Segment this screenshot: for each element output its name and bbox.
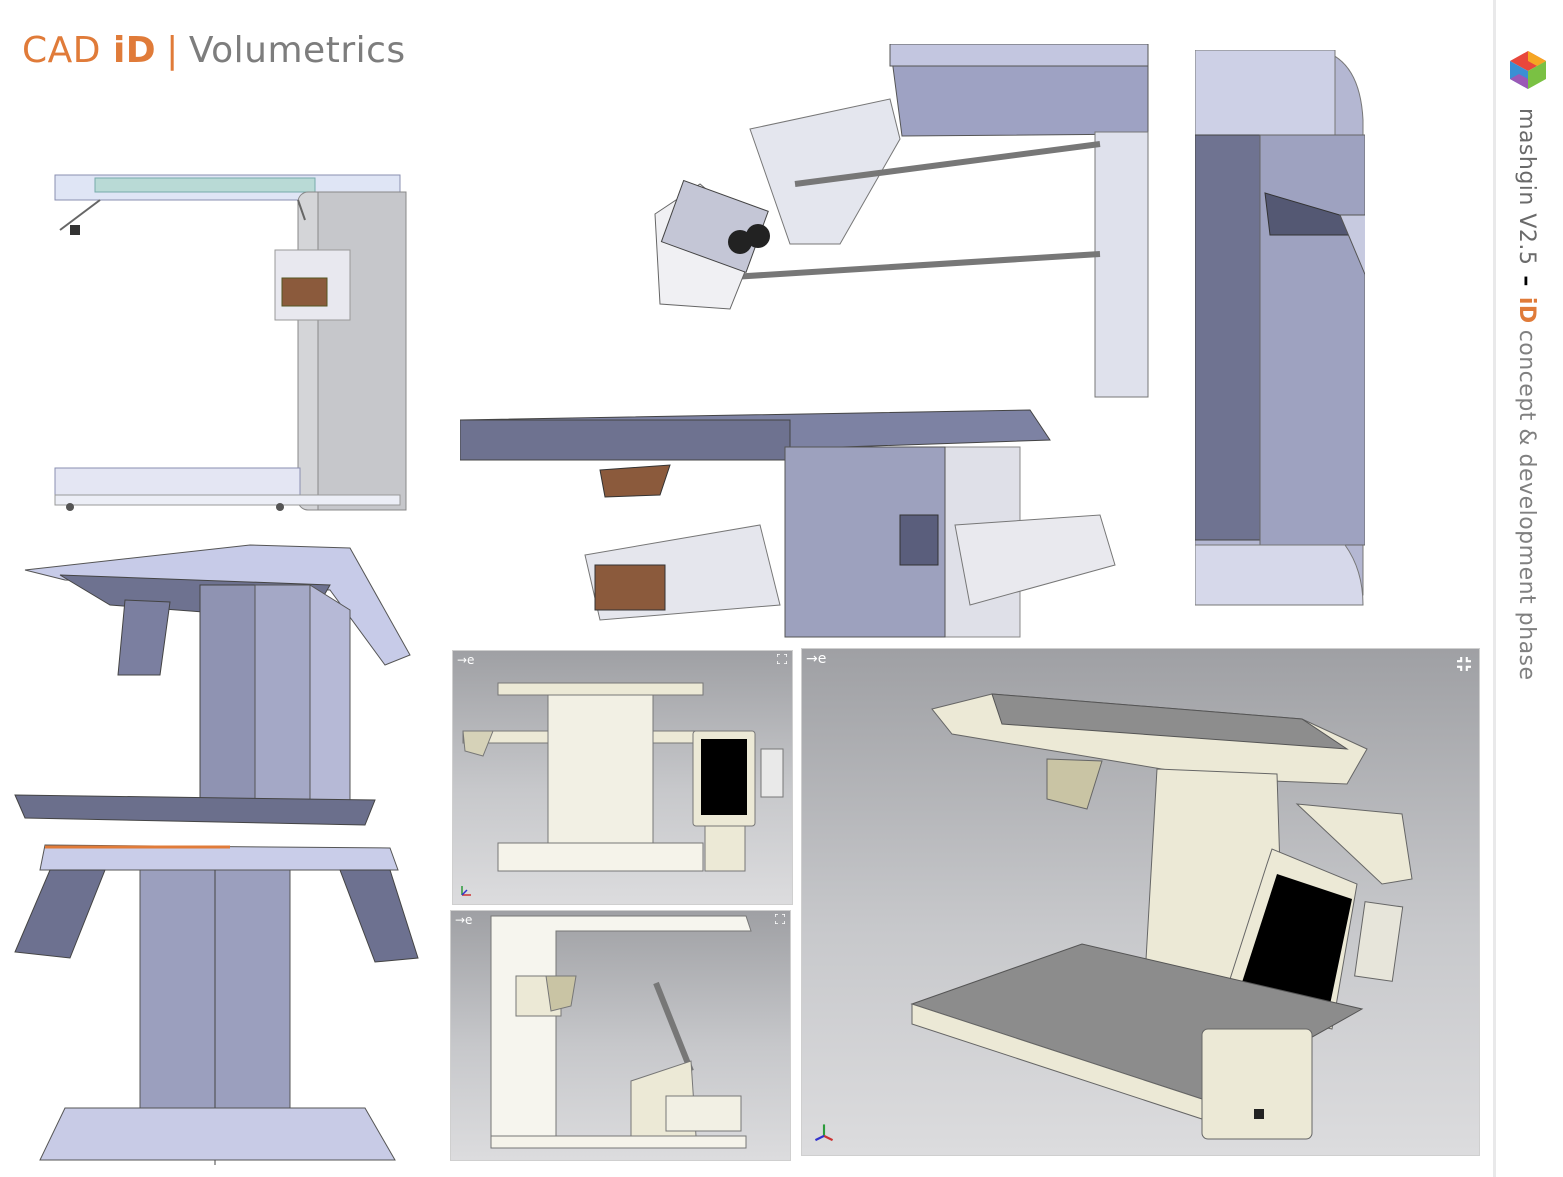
sidebar-phase-id: iD — [1514, 296, 1539, 324]
viewport-label: →e — [806, 651, 827, 667]
page-title: CAD iD|Volumetrics — [22, 30, 406, 71]
render-viewport-side[interactable]: →e — [450, 910, 791, 1161]
sidebar-phase-text: concept & development phase — [1514, 329, 1539, 681]
title-suffix: Volumetrics — [188, 30, 406, 71]
title-prefix: CAD — [22, 30, 101, 71]
title-id: iD — [112, 30, 157, 71]
render-viewport-iso[interactable]: →e — [801, 648, 1480, 1156]
fullscreen-icon[interactable] — [1457, 657, 1471, 671]
sidebar-brand: mashgin V2.5 — [1514, 108, 1539, 266]
viewport-label: →e — [457, 653, 475, 667]
sidebar — [1493, 0, 1563, 1177]
mashgin-cube-logo-icon — [1510, 51, 1546, 89]
axis-triad-icon — [461, 886, 471, 896]
cad-detail-view — [1195, 50, 1365, 615]
cad-side-view — [50, 170, 410, 515]
axis-triad-icon — [814, 1124, 834, 1142]
cad-iso-top-view — [10, 540, 420, 830]
viewport-label: →e — [455, 913, 473, 927]
title-separator: | — [166, 30, 179, 71]
sidebar-caption: mashgin V2.5 – iD concept & development pha… — [1514, 108, 1539, 681]
render-viewport-front[interactable]: →e — [452, 650, 793, 905]
cad-front-view — [10, 840, 420, 1170]
cad-iso-cutaway-view — [460, 405, 1125, 640]
sidebar-dash: – — [1514, 275, 1539, 287]
cad-camera-arm-view — [640, 44, 1150, 399]
